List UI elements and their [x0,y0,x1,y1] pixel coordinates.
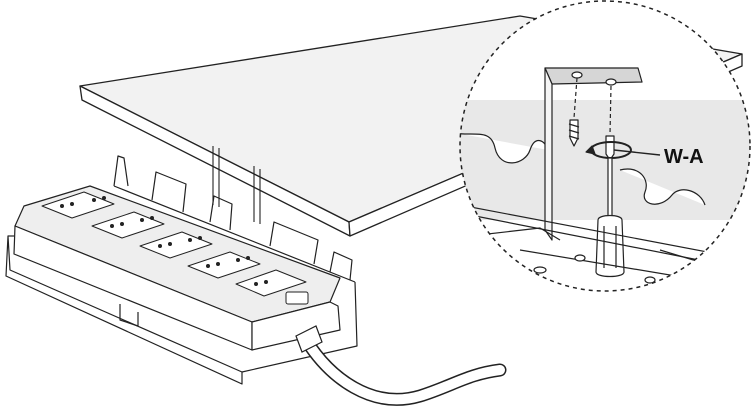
power-strip [13,185,341,351]
cable-tray-front [5,235,243,385]
zoom-callout: W-A [459,0,751,292]
cable-tray-back [113,155,358,373]
callout-label-w-a: W-A [664,146,704,168]
power-cable [295,325,507,406]
mounting-posts [212,146,261,224]
callout-leader-line [613,149,661,156]
